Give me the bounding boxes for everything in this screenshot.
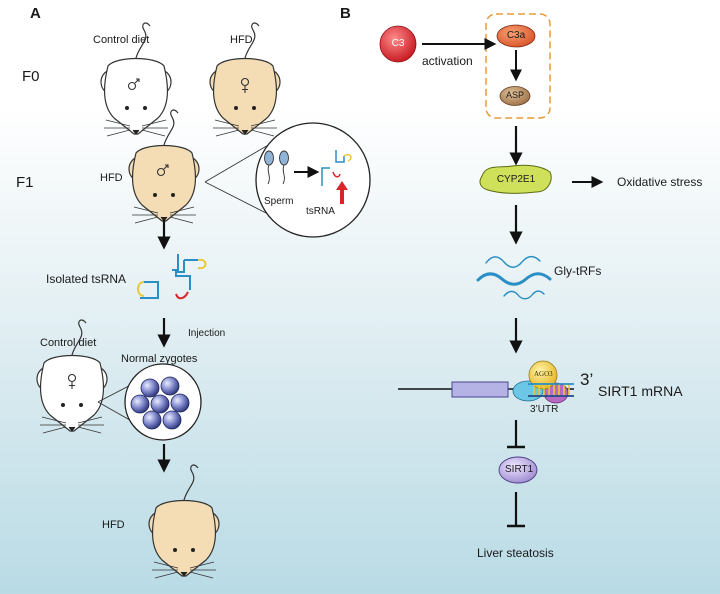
f1-hfd-label: HFD [100, 172, 123, 184]
oxidative-stress-label: Oxidative stress [617, 175, 703, 189]
c3a-node-icon [496, 24, 536, 48]
utr-label: 3’UTR [530, 404, 559, 415]
up-arrow-icon [336, 181, 348, 204]
cyp2e1-node-icon [479, 164, 552, 194]
generation-f1-label: F1 [16, 174, 34, 191]
panel-a-letter: A [30, 5, 41, 22]
sperm-zoom-circle [255, 122, 371, 238]
female-symbol-icon [240, 77, 250, 93]
control-diet-label: Control diet [40, 337, 97, 349]
activation-label: activation [422, 54, 473, 68]
c3a-asp-dashed-box [485, 13, 551, 119]
liver-steatosis-label: Liver steatosis [477, 546, 554, 560]
zygote-cluster-icon [130, 376, 190, 430]
tsrna-label: tsRNA [306, 206, 335, 217]
panel-b-letter: B [340, 5, 351, 22]
c3-node-icon [379, 25, 417, 63]
offspring-hfd-mouse-icon [148, 464, 220, 579]
normal-zygotes-label: Normal zygotes [121, 353, 198, 365]
sirt1-label: SIRT1 [505, 464, 534, 475]
injection-label: Injection [188, 328, 226, 339]
cyp2e1-label: CYP2E1 [496, 174, 536, 185]
generation-f0-label: F0 [22, 68, 40, 85]
gly-trfs-icon [476, 255, 552, 300]
f0-hfd-label: HFD [230, 34, 253, 46]
male-symbol-icon [156, 164, 169, 177]
ago3-node-icon [528, 360, 558, 390]
f0-control-diet-label: Control diet [93, 34, 150, 46]
sperm-icon [264, 150, 289, 185]
gly-trfs-label: Gly-tRFs [554, 264, 602, 278]
c3a-label: C3a [506, 30, 526, 41]
mrna-cds-box [451, 381, 509, 398]
female-symbol-icon [67, 373, 77, 389]
c3-label: C3 [391, 38, 405, 49]
asp-node-icon [499, 86, 531, 106]
ago3-label: AGO3 [534, 370, 553, 378]
male-symbol-icon [127, 78, 140, 91]
sirt1-mrna-label: SIRT1 mRNA [598, 383, 683, 399]
three-prime-label: 3’ [580, 370, 594, 389]
isolated-tsrna-icon [137, 254, 207, 300]
tsrna-small-icon [321, 150, 352, 186]
sirt1-node-icon [498, 456, 538, 484]
asp-label: ASP [505, 90, 524, 100]
sperm-label: Sperm [264, 196, 294, 207]
isolated-tsrna-label: Isolated tsRNA [46, 272, 127, 286]
offspring-hfd-label: HFD [102, 519, 125, 531]
rna-duplex-icon [512, 360, 574, 404]
